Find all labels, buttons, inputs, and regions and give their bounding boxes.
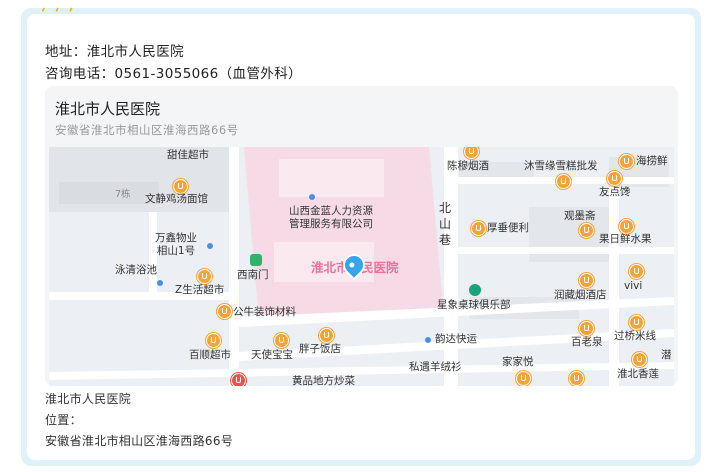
map-label-huaibei-xiang: 淮北香莲 [617, 368, 659, 380]
poi-icon [619, 219, 634, 234]
map-label-shan: 山 [439, 217, 452, 231]
map-label-vivi: vivi [624, 280, 643, 292]
map-label-guoxian: 果日鲜水果 [599, 233, 652, 245]
poi-icon [632, 352, 647, 367]
poi-icon [579, 273, 594, 288]
map-label-qian: 潜 [661, 349, 672, 361]
map-label-sheng: Z生活超市 [175, 284, 225, 296]
info-address: 安徽省淮北市相山区淮海西路66号 [45, 434, 234, 448]
map-label-bingqing: 泳清浴池 [115, 264, 157, 276]
poi-icon [579, 321, 594, 336]
map-label-muxue: 沐雪缘雪糕批发 [524, 160, 598, 172]
poi-icon [217, 304, 232, 319]
poi-icon [274, 333, 289, 348]
map-background [49, 147, 674, 386]
metro-icon [250, 254, 262, 266]
map-label-houchui: 厚垂便利 [487, 222, 529, 234]
poi-icon [607, 171, 622, 186]
map-label-chenjin: 陈穆烟酒 [447, 160, 489, 172]
map-label-guoqiao: 过桥米线 [614, 330, 656, 342]
poi-icon [619, 154, 634, 169]
map-label-xinan: 西南门 [237, 269, 269, 281]
poi-icon [464, 147, 479, 159]
address-text: 地址：淮北市人民医院 [45, 44, 184, 60]
map-dot [207, 243, 213, 249]
phone-text[interactable]: 咨询电话：0561-3055066（血管外科） [45, 66, 303, 82]
info-name: 淮北市人民医院 [45, 392, 132, 406]
poi-icon [319, 328, 334, 343]
map-label-tianshi: 天使宝宝 [251, 349, 293, 361]
poi-icon [231, 373, 246, 386]
info-location-label: 位置： [45, 413, 82, 427]
poi-icon [206, 333, 221, 348]
map-label-bailao: 百老泉 [571, 336, 603, 348]
map-dot [157, 280, 163, 286]
map-label-bei: 北 [439, 201, 452, 215]
location-card[interactable]: 淮北市人民医院 安徽省淮北市相山区淮海西路66号 [45, 86, 678, 386]
map-label-gongniu: 公牛装饰材料 [233, 306, 296, 318]
map-label-fadian: 友点馋 [599, 186, 631, 198]
map-label-wanxin: 万鑫物业 相山1号 [155, 232, 197, 257]
map-view[interactable]: 甜佳超市 陈穆烟酒 沐雪缘雪糕批发 海捞鲜 友点馋 7栋 文静鸡汤面馆 山西金蓝… [49, 147, 674, 386]
poi-icon [629, 315, 644, 330]
message-container: ‘ ‘ ‘ 地址：淮北市人民医院 咨询电话：0561-3055066（血管外科）… [21, 6, 701, 466]
map-label-guanchang: 观墨斋 [564, 210, 596, 222]
map-dot [309, 194, 315, 200]
map-label-tianjia: 甜佳超市 [167, 149, 209, 161]
quote-marks-decoration: ‘ ‘ ‘ [41, 6, 76, 22]
map-label-bottom: 黄品地方炒菜 [292, 375, 355, 386]
poi-icon [579, 223, 594, 238]
map-label-jiajia: 家家悦 [502, 356, 534, 368]
location-address: 安徽省淮北市相山区淮海西路66号 [55, 123, 239, 137]
map-dot [425, 337, 431, 343]
map-label-xingxiang: 星象桌球俱乐部 [437, 299, 511, 311]
map-label-runcang: 润藏烟酒店 [554, 289, 607, 301]
poi-icon [173, 179, 188, 194]
map-label-sijia: 私遇羊绒衫 [409, 361, 462, 373]
location-name: 淮北市人民医院 [55, 100, 161, 118]
map-label-haomaode: 海捞鲜 [636, 155, 668, 167]
billiards-icon [469, 284, 481, 296]
map-label-pangzi: 胖子饭店 [299, 343, 341, 355]
map-label-building7: 7栋 [115, 189, 131, 200]
poi-icon [629, 264, 644, 279]
poi-icon [516, 371, 531, 386]
poi-icon [197, 269, 212, 284]
poi-icon [569, 371, 584, 386]
poi-icon [556, 174, 571, 189]
map-label-wenjing: 文静鸡汤面馆 [145, 193, 208, 205]
map-label-shanxi: 山西金蓝人力资源 管理服务有限公司 [289, 205, 373, 230]
map-label-yunda: 韵达快运 [435, 333, 477, 345]
poi-icon [471, 221, 486, 236]
map-label-baishun: 百顺超市 [189, 349, 231, 361]
message-card: ‘ ‘ ‘ 地址：淮北市人民医院 咨询电话：0561-3055066（血管外科）… [27, 6, 695, 460]
map-label-xiang: 巷 [439, 233, 452, 247]
